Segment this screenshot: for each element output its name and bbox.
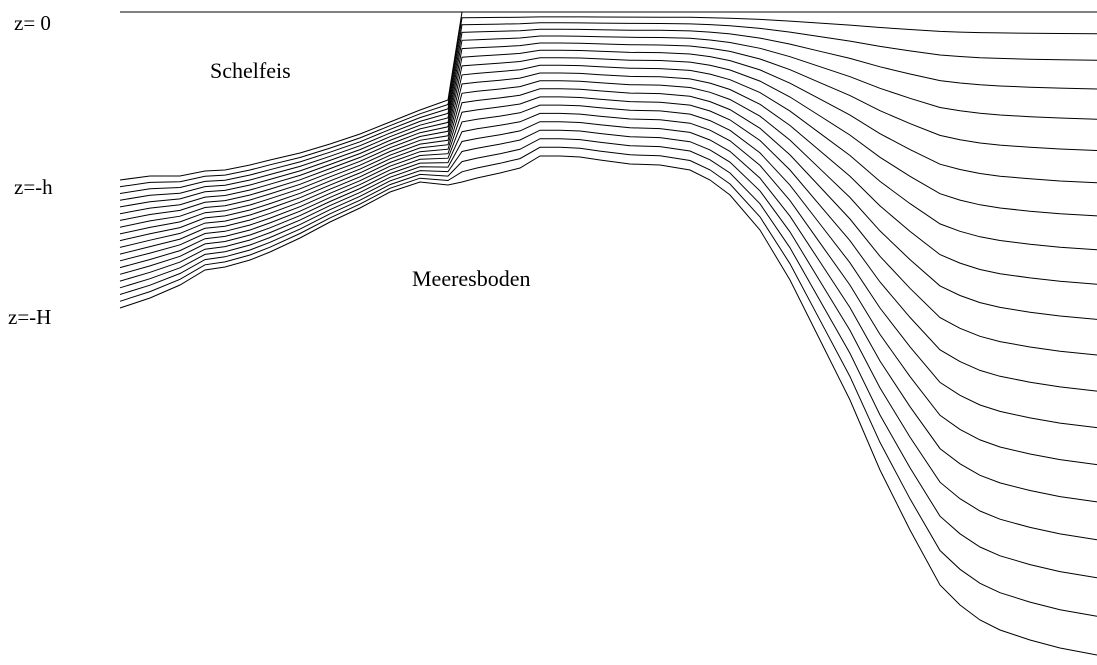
sigma-layer-line (119, 57, 1097, 228)
sigma-layer-line (119, 35, 1097, 208)
sigma-layer-line (119, 146, 1097, 617)
sigma-layer-line (119, 64, 1097, 251)
label-seafloor-region: Meeresboden (412, 266, 531, 291)
sigma-layer-line (119, 16, 1097, 188)
sigma-layer-line (119, 72, 1097, 285)
sigma-layer-line (119, 49, 1097, 221)
label-ice-base: z=-h (14, 175, 53, 199)
sigma-layer-line (119, 155, 1097, 656)
sigma-layer-line (119, 121, 1097, 503)
sigma-layer-line (119, 22, 1097, 194)
sigma-layer-line (119, 80, 1097, 320)
label-seafloor: z=-H (8, 305, 51, 329)
label-surface: z= 0 (14, 11, 51, 35)
sigma-layer-line (119, 11, 1097, 181)
sigma-layer-line (119, 88, 1097, 356)
sigma-layer-line (119, 112, 1097, 466)
sigma-layer-line (119, 138, 1097, 579)
sigma-layer-line (119, 104, 1097, 429)
sigma-layer-line (119, 96, 1097, 392)
sigma-layer-line (119, 129, 1097, 541)
sigma-layer-line (119, 28, 1097, 201)
sigma-layer-line (119, 42, 1097, 215)
label-ice-shelf: Schelfeis (210, 58, 291, 83)
sigma-layer-lines (119, 11, 1097, 656)
